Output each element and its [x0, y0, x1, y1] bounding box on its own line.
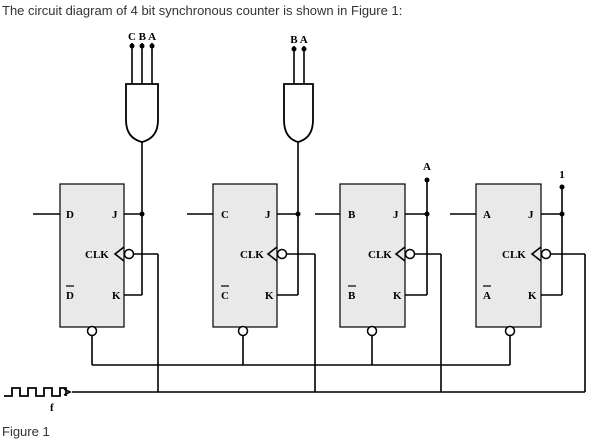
- intro-text: The circuit diagram of 4 bit synchronous…: [2, 3, 403, 18]
- flip-flop-4: [450, 183, 586, 392]
- gate-2-inputs-label: B A: [290, 34, 307, 46]
- ff2-cbar-label: C: [221, 290, 229, 302]
- ff4-abar-label: A: [483, 290, 491, 302]
- ff4-k-label: K: [528, 290, 537, 302]
- ff3-b-label: B: [348, 209, 356, 221]
- ff2-c-label: C: [221, 209, 229, 221]
- ff3-j-label: J: [393, 209, 399, 221]
- ff1-clk-label: CLK: [85, 249, 109, 261]
- ff3-j-input-label: A: [423, 161, 431, 173]
- clock-frequency-label: f: [50, 402, 54, 414]
- ff1-dbar-label: D: [66, 290, 74, 302]
- flip-flop-2: [187, 183, 316, 392]
- ff4-j-input-label: 1: [559, 169, 565, 181]
- ff4-clk-label: CLK: [502, 249, 526, 261]
- ff4-j-label: J: [528, 209, 534, 221]
- ff1-k-label: K: [112, 290, 121, 302]
- ff2-clk-label: CLK: [240, 249, 264, 261]
- flip-flop-1: [33, 183, 159, 392]
- ff1-d-label: D: [66, 209, 74, 221]
- ff1-j-label: J: [112, 209, 118, 221]
- gate-1-inputs-label: C B A: [128, 31, 156, 43]
- and-gate-2-input: [283, 46, 314, 214]
- ff3-bbar-label: B: [348, 290, 356, 302]
- and-gate-3-input: [125, 43, 159, 214]
- ff2-k-label: K: [265, 290, 274, 302]
- ff2-j-label: J: [265, 209, 271, 221]
- clock-signal: [4, 387, 585, 397]
- ff4-a-label: A: [483, 209, 491, 221]
- ff3-clk-label: CLK: [368, 249, 392, 261]
- flip-flop-3: [315, 183, 442, 392]
- ff3-k-label: K: [393, 290, 402, 302]
- figure-caption: Figure 1: [2, 424, 50, 439]
